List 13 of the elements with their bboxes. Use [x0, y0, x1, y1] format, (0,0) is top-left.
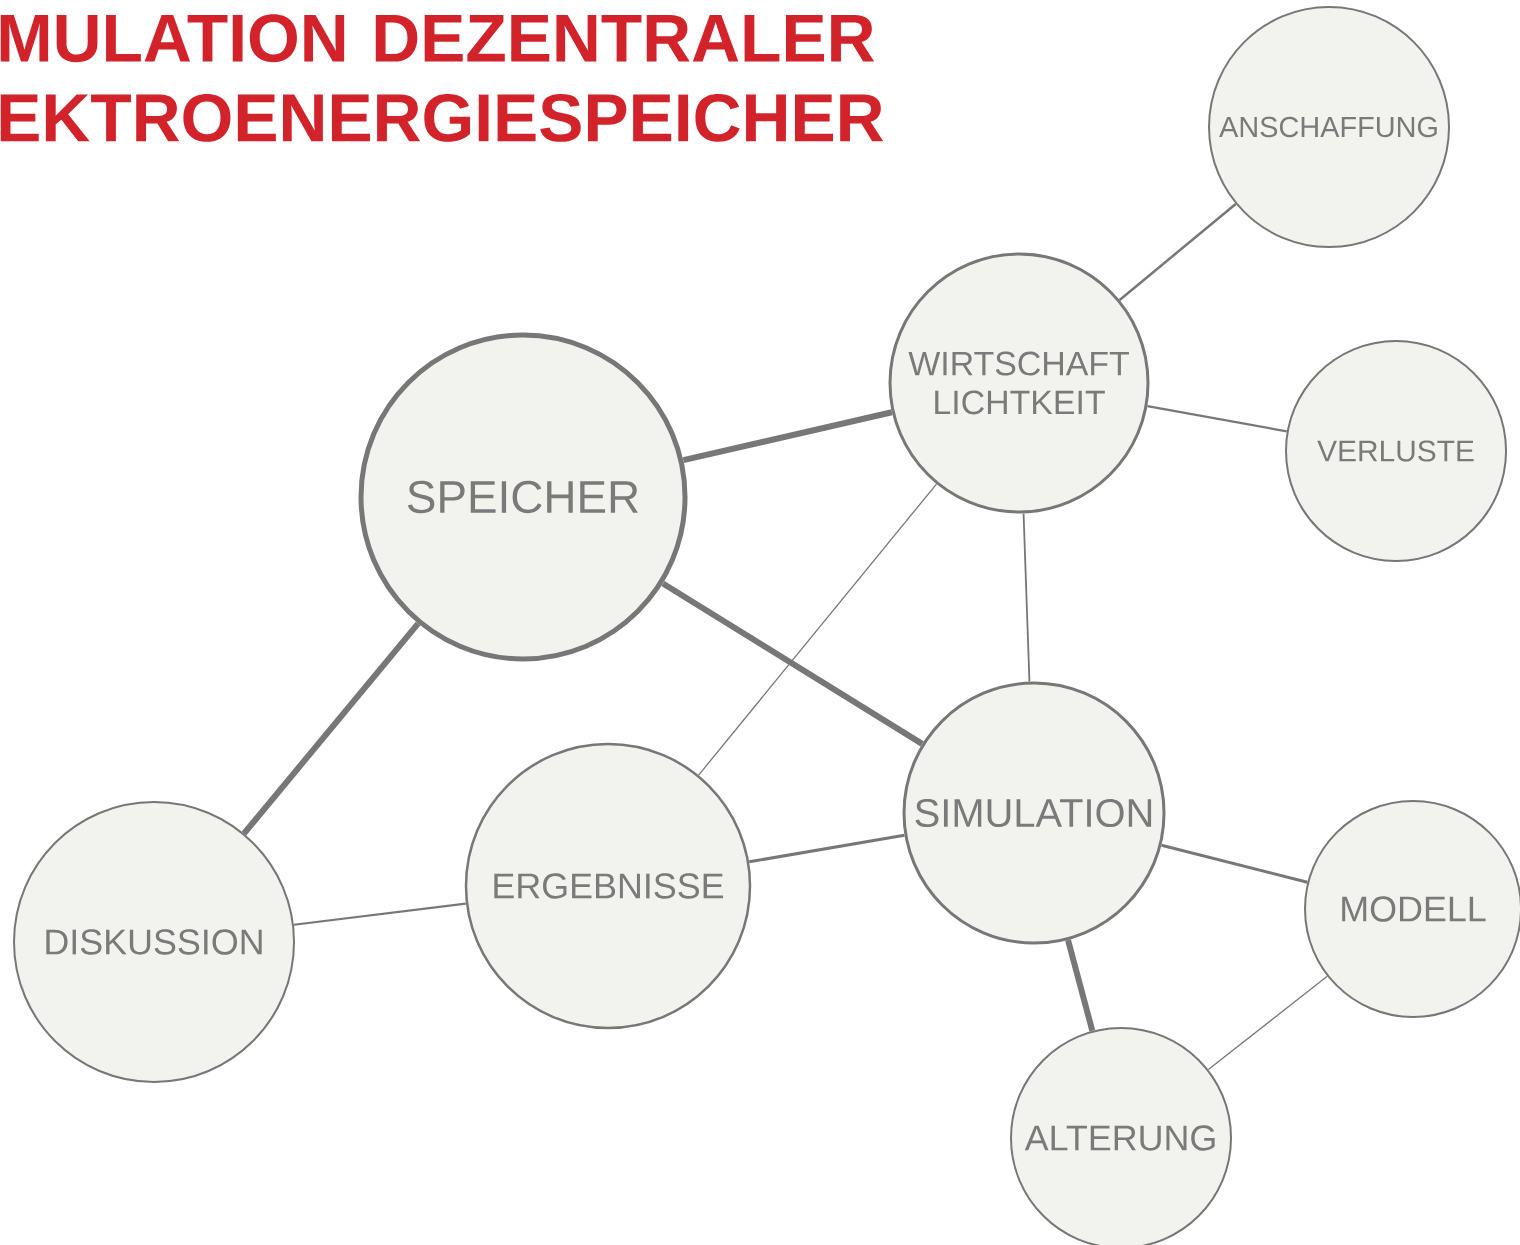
connector-line: [241, 621, 421, 836]
connector-line: [1065, 939, 1096, 1032]
connector-line: [661, 580, 924, 747]
connector-line: [1022, 512, 1031, 683]
connector-line: [293, 902, 466, 926]
connector-line: [682, 409, 893, 464]
connector-line: [1207, 975, 1328, 1071]
connector-line: [1118, 203, 1237, 301]
connector-line: [748, 833, 905, 864]
connector-line: [698, 483, 938, 776]
title: MULATION DEZENTRALER EKTROENERGIESPEICHER: [0, 14, 884, 142]
connector-line: [1147, 405, 1287, 433]
connector-line: [1161, 843, 1308, 884]
